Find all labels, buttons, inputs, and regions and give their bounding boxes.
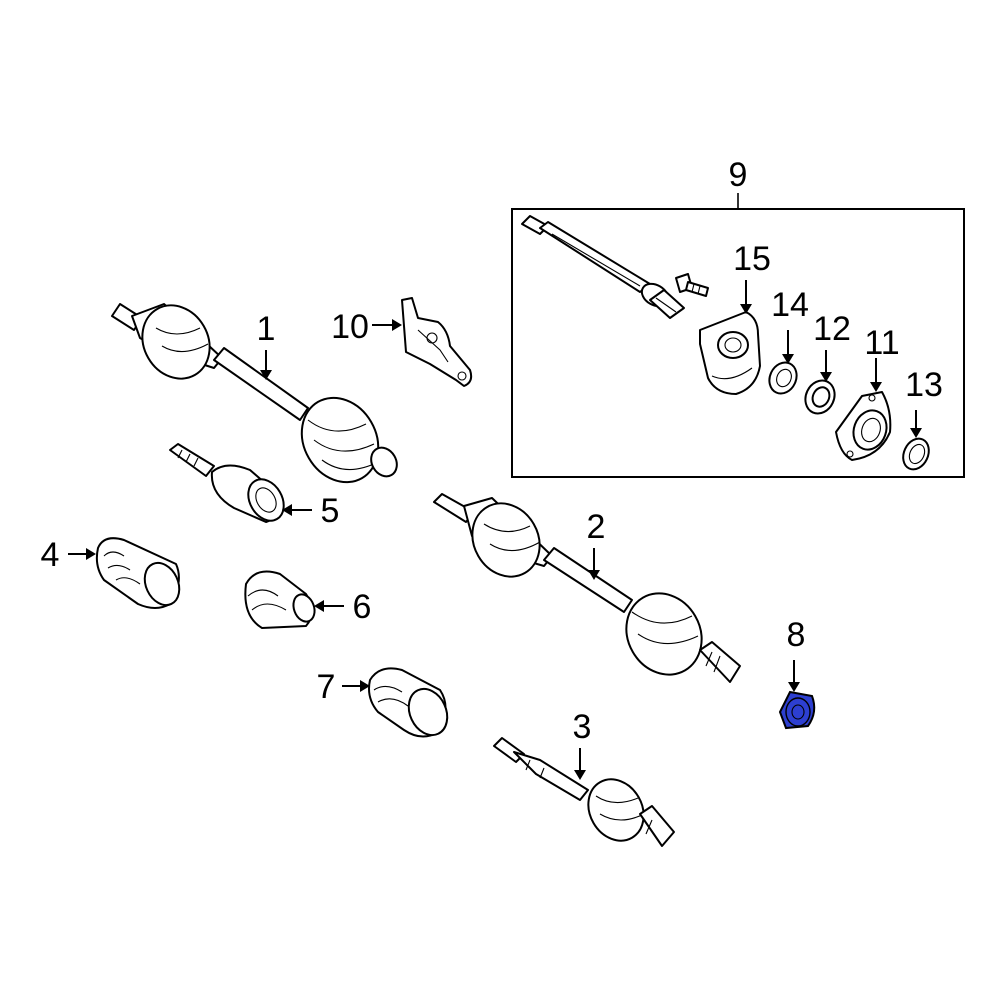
callout-8[interactable]: 8 [787,616,806,654]
callout-7[interactable]: 7 [317,668,336,706]
part-5-cv-joint[interactable] [169,443,291,527]
callout-3[interactable]: 3 [573,708,592,746]
part-7-boot[interactable] [368,667,454,741]
callout-4[interactable]: 4 [41,536,60,574]
part-3-shaft[interactable] [493,737,675,851]
part-11-knuckle[interactable] [835,391,892,461]
part-8-nut[interactable] [778,690,816,730]
callout-5[interactable]: 5 [321,492,340,530]
part-2-axle[interactable] [433,491,741,688]
part-1-axle[interactable] [111,293,402,496]
part-4-boot[interactable] [95,537,186,611]
part-12-bearing[interactable] [800,376,840,419]
callout-2[interactable]: 2 [587,508,606,546]
callout-12[interactable]: 12 [813,310,851,348]
part-14-seal[interactable] [764,358,801,398]
nut-face [785,697,811,727]
kit-shaft [521,215,685,319]
callout-6[interactable]: 6 [353,588,372,626]
part-15-shield[interactable] [699,311,761,395]
kit-bolt [675,273,709,297]
callout-13[interactable]: 13 [905,366,943,404]
part-6-boot[interactable] [244,570,318,629]
callout-10[interactable]: 10 [331,308,369,346]
part-13-ring[interactable] [898,434,933,473]
callout-15[interactable]: 15 [733,240,771,278]
kit-9-group[interactable]: 9 15 [511,156,965,478]
callout-1[interactable]: 1 [257,310,276,348]
part-10-bracket[interactable] [401,297,473,387]
callout-11[interactable]: 11 [864,324,899,362]
callout-9[interactable]: 9 [729,156,748,194]
callout-14[interactable]: 14 [771,286,809,324]
